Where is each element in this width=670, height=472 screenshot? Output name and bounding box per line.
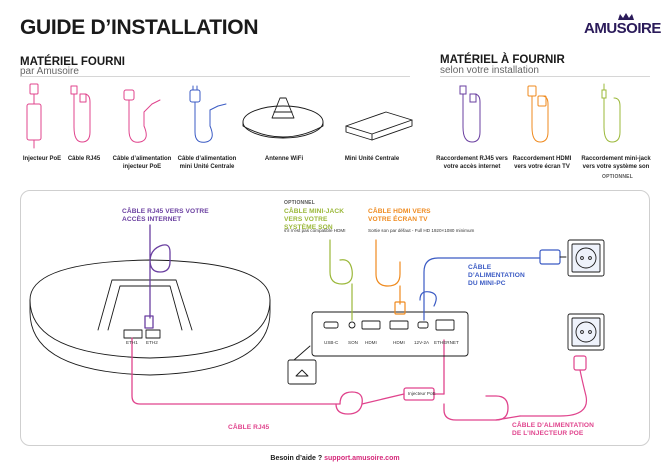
port-hdmi-2: HDMI xyxy=(393,340,405,345)
item-label-poe-injector: Injecteur PoE xyxy=(22,156,62,162)
to-provide-heading: MATÉRIEL À FOURNIR xyxy=(440,54,565,66)
label-rj45-internet: CÂBLE RJ45 VERS VOTRE ACCÈS INTERNET xyxy=(122,208,209,223)
port-ethernet: ETHERNET xyxy=(434,340,459,345)
item-label-rj45-internet: Raccordement RJ45 vers votre accès inter… xyxy=(436,156,508,170)
port-hdmi-1: HDMI xyxy=(365,340,377,345)
hdmi-cable-icon xyxy=(527,85,549,143)
support-link[interactable]: support.amusoire.com xyxy=(324,455,400,462)
port-12v: 12V-2A xyxy=(414,340,430,345)
installation-diagram xyxy=(20,190,650,446)
note-hdmi: Sortie son par défaut - Full HD 1920×108… xyxy=(368,228,475,233)
label-power-minipc: CÂBLE D’ALIMENTATION DU MINI-PC xyxy=(468,264,525,287)
minijack-cable xyxy=(329,239,353,321)
wifi-antenna-icon xyxy=(242,97,324,139)
item-label-minijack: Raccordement mini-jack vers votre systèm… xyxy=(581,156,651,170)
poe-power-cable-icon xyxy=(123,89,161,143)
to-provide-divider xyxy=(440,76,650,77)
minijack-cable-icon xyxy=(601,83,621,143)
antenna-port-eth1: ETH1 xyxy=(126,340,138,345)
provided-items-illustrations xyxy=(26,83,413,149)
mini-pc-icon xyxy=(345,111,413,141)
to-provide-items-illustrations xyxy=(459,83,621,143)
hdmi-cable xyxy=(375,239,406,315)
poe-injector-icon xyxy=(26,83,42,149)
mini-pc-illustration xyxy=(311,311,469,357)
antenna-port-eth2: ETH2 xyxy=(146,340,158,345)
minipc-power-cable-icon xyxy=(189,85,227,143)
note-minijack: s’il n’est pas compatible HDMI xyxy=(284,228,346,233)
rj45-cable-icon xyxy=(70,85,91,143)
wall-socket-top xyxy=(559,239,605,277)
page-title: GUIDE D’INSTALLATION xyxy=(20,16,259,39)
provided-heading: MATÉRIEL FOURNI xyxy=(20,56,125,68)
wall-socket-bottom xyxy=(567,313,605,351)
provided-subheading: par Amusoire xyxy=(20,66,79,77)
item-label-rj45-cable: Câble RJ45 xyxy=(67,156,101,162)
poe-power-cable xyxy=(519,355,588,417)
rj45-internet-cable-icon xyxy=(459,85,481,143)
minipc-power-brick xyxy=(287,345,317,385)
to-provide-subheading: selon votre installation xyxy=(440,65,539,76)
provided-divider xyxy=(20,76,410,77)
item-label-minipc-power-cable: Câble d’alimentation mini Unité Centrale xyxy=(177,156,237,170)
footer-help: Besoin d’aide ? support.amusoire.com xyxy=(0,455,670,462)
item-label-mini-pc: Mini Unité Centrale xyxy=(344,156,400,162)
crown-icon xyxy=(618,13,634,20)
help-text: Besoin d’aide ? xyxy=(270,455,323,462)
item-label-poe-power-cable: Câble d’alimentation injecteur PoE xyxy=(112,156,172,170)
optional-tag: OPTIONNEL xyxy=(602,174,633,180)
amusoire-logo: AMUSOIRE xyxy=(584,12,661,38)
label-hdmi: CÂBLE HDMI VERS VOTRE ÉCRAN TV xyxy=(368,208,431,223)
label-power-poe: CÂBLE D’ALIMENTATION DE L’INJECTEUR POE xyxy=(512,422,594,437)
rj45-cable-pink xyxy=(131,337,521,421)
port-son: SON xyxy=(348,340,358,345)
rj45-internet-cable xyxy=(144,224,171,329)
diagram-optional-tag: OPTIONNEL xyxy=(284,200,315,206)
port-usbc: USB-C xyxy=(324,340,339,345)
label-minijack: CÂBLE MINI-JACK VERS VOTRE SYSTÈME SON xyxy=(284,208,345,231)
poe-injector-label: Injecteur PoE xyxy=(408,391,436,396)
item-label-wifi-antenna: Antenne WiFi xyxy=(264,156,304,162)
label-rj45-bottom: CÂBLE RJ45 xyxy=(228,424,270,431)
logo-text: AMUSOIRE xyxy=(584,20,661,37)
item-label-hdmi: Raccordement HDMI vers votre écran TV xyxy=(512,156,572,170)
